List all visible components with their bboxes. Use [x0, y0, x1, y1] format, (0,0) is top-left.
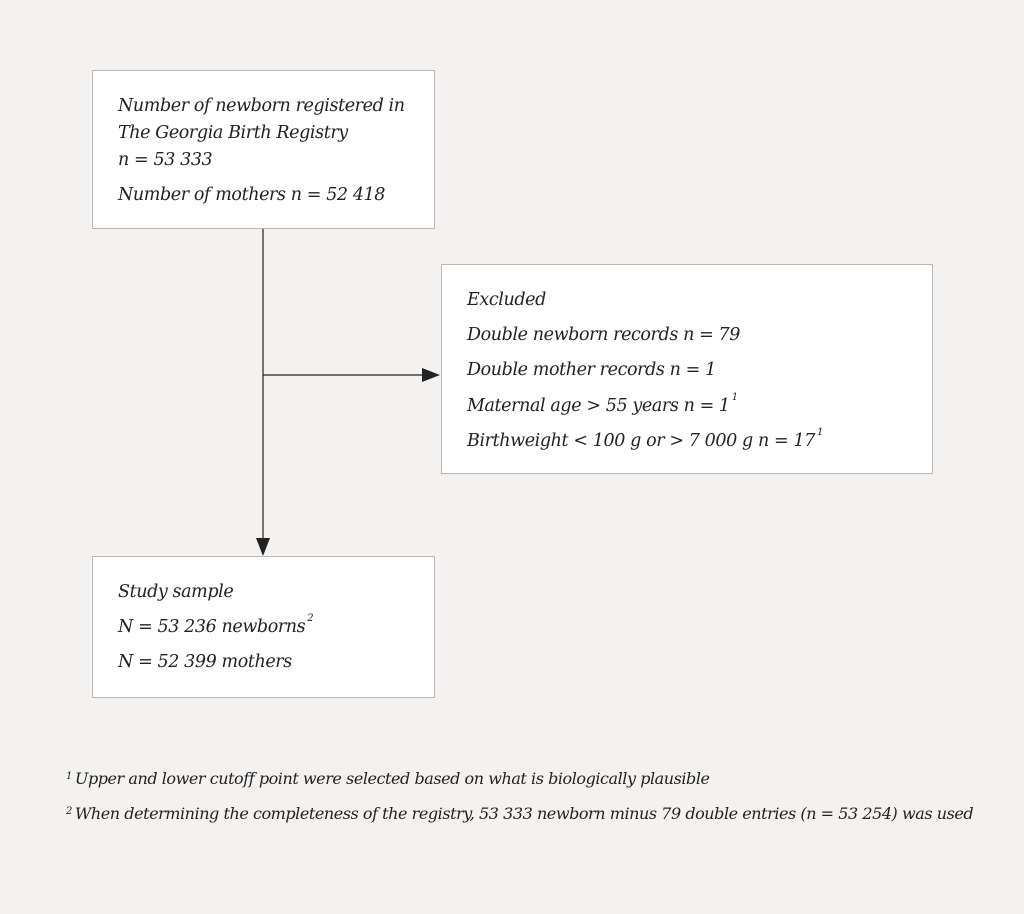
- excluded-item-maternal-age-text: Maternal age > 55 years n = 1: [467, 396, 730, 416]
- footnote-2-mark: 2: [66, 806, 72, 817]
- footnote-1-text: Upper and lower cutoff point were select…: [74, 769, 710, 788]
- arrowhead-to-study-sample: [256, 538, 270, 556]
- footnote-1-mark: 1: [66, 771, 72, 782]
- excluded-item-double-mother: Double mother records n = 1: [467, 360, 716, 380]
- study-sample-title: Study sample: [118, 582, 234, 602]
- excluded-item-birthweight-text: Birthweight < 100 g or > 7 000 g n = 17: [467, 431, 815, 451]
- footnote-ref-1: 1: [816, 427, 823, 439]
- excluded-box: Excluded Double newborn records n = 79 D…: [441, 264, 933, 474]
- footnote-ref-2: 2: [307, 613, 314, 625]
- study-sample-mothers: N = 52 399 mothers: [118, 652, 292, 672]
- excluded-item-double-newborn: Double newborn records n = 79: [467, 325, 740, 345]
- study-sample-newborns-text: N = 53 236 newborns: [118, 617, 306, 637]
- registry-line-2: The Georgia Birth Registry: [118, 123, 348, 143]
- registry-line-1: Number of newborn registered in: [118, 96, 405, 116]
- footnote-ref-1: 1: [731, 392, 738, 404]
- registry-box: Number of newborn registered in The Geor…: [92, 70, 435, 229]
- registry-newborn-count: n = 53 333: [118, 150, 213, 170]
- footnote-2-text: When determining the completeness of the…: [74, 804, 974, 823]
- registry-mothers-count: Number of mothers n = 52 418: [118, 185, 386, 205]
- excluded-title: Excluded: [467, 290, 546, 310]
- arrowhead-to-excluded: [422, 368, 440, 382]
